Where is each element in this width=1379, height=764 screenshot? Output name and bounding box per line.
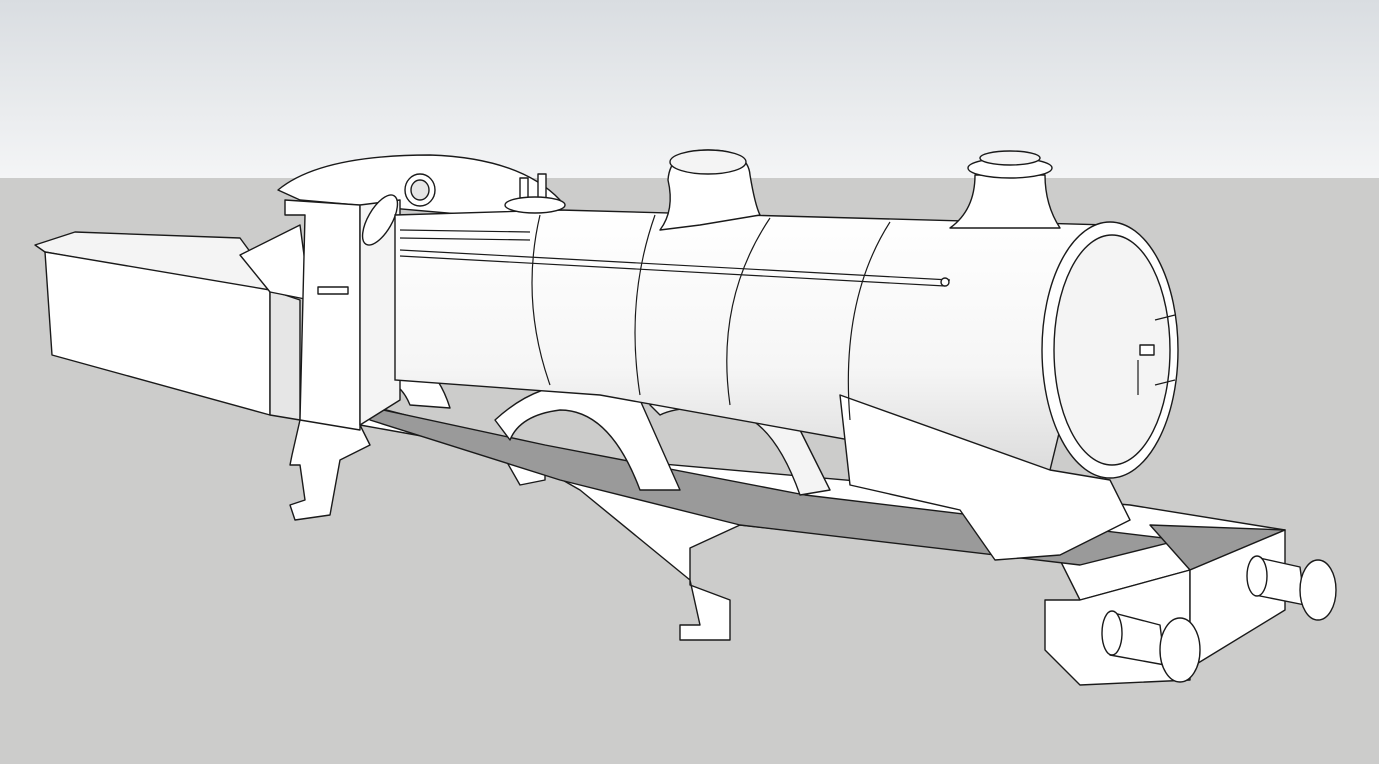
chimney[interactable] (949, 150, 1061, 229)
tender[interactable] (34, 224, 311, 421)
cab[interactable] (277, 154, 561, 431)
smokebox-door[interactable] (1041, 221, 1179, 479)
boiler[interactable] (394, 209, 1131, 561)
whistles (504, 173, 566, 214)
sky (0, 0, 1379, 178)
steam-dome[interactable] (659, 149, 761, 231)
buffers[interactable] (1101, 555, 1337, 683)
